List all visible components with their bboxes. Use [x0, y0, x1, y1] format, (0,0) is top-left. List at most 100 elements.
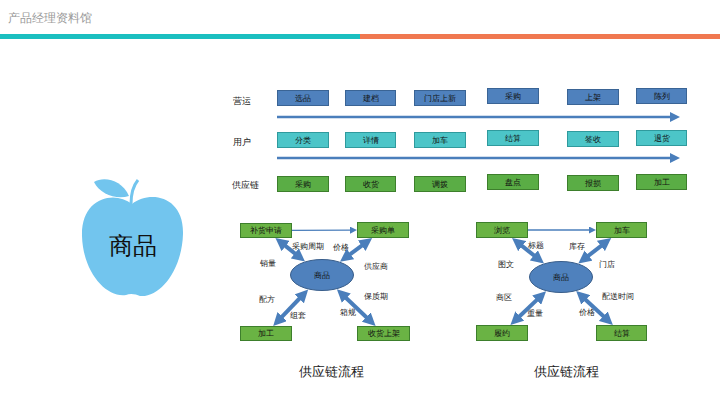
process-box: 签收: [567, 131, 619, 147]
process-box: 退货: [636, 130, 687, 146]
node-text: 加工: [258, 328, 274, 339]
node-text: 结算: [614, 328, 630, 339]
process-box: 结算: [487, 130, 539, 146]
process-box: 上架: [567, 89, 619, 105]
node-text: 分类: [295, 135, 311, 146]
double-arrow: [519, 244, 537, 258]
process-box: 盘点: [487, 174, 539, 190]
node-text: 加车: [432, 135, 448, 146]
ellipse-shape: [530, 262, 593, 293]
attribute-label: 销量: [260, 259, 276, 269]
node-text: 调拨: [432, 179, 448, 190]
node-text: 建档: [363, 93, 379, 104]
node-text: 上架: [585, 92, 601, 103]
apple-leaf: [94, 179, 129, 197]
flow-arrow: [277, 116, 673, 119]
attribute-label: 配送时间: [602, 292, 634, 302]
node-text: 采购: [505, 91, 521, 102]
center-ellipse: 商品: [290, 259, 354, 291]
node-text: 采购单: [371, 225, 395, 236]
double-arrow: [517, 297, 539, 318]
attribute-label: 库存: [569, 242, 585, 252]
node-text: 报损: [585, 178, 601, 189]
attribute-label: 标题: [528, 241, 544, 251]
process-box: 采购: [487, 88, 539, 104]
node-text: 商品: [109, 210, 157, 262]
process-box: 加工: [636, 174, 687, 190]
apple-stem: [131, 180, 138, 204]
attribute-label: 保质期: [364, 292, 388, 302]
attribute-label: 箱规: [340, 308, 356, 318]
node-text: 盘点: [505, 177, 521, 188]
attribute-label: 图文: [498, 260, 514, 270]
node-text: 收货上架: [368, 328, 400, 339]
row-label: 营运: [233, 95, 251, 108]
node-text: 加车: [614, 225, 630, 236]
process-box: 收货上架: [357, 326, 410, 341]
ellipse-shape: [291, 260, 354, 291]
node-text: 门店上新: [424, 93, 456, 104]
attribute-label: 采购周期: [292, 242, 324, 252]
process-box: 报损: [567, 175, 619, 191]
process-box: 详情: [345, 132, 396, 148]
double-arrow: [283, 244, 298, 256]
process-box: 加车: [414, 132, 466, 148]
node-text: 签收: [585, 134, 601, 145]
header-bar: [0, 34, 360, 39]
node-text: 浏览: [494, 225, 510, 236]
double-arrow: [279, 296, 301, 319]
double-arrow: [343, 295, 369, 319]
attribute-label: 价格: [579, 308, 595, 318]
double-arrow: [347, 243, 365, 256]
process-box: 陈列: [636, 88, 687, 104]
node-text: 结算: [505, 133, 521, 144]
process-box: 履约: [476, 325, 528, 341]
process-box: 采购单: [357, 222, 409, 238]
process-box: 门店上新: [414, 90, 466, 106]
node-text: 详情: [363, 135, 379, 146]
diagram-caption: 供应链流程: [299, 363, 364, 381]
node-text: 履约: [494, 328, 510, 339]
header-bar: [360, 34, 720, 39]
flow-arrow: [528, 229, 591, 230]
diagram-caption: 供应链流程: [534, 363, 599, 381]
center-ellipse: 商品: [529, 261, 593, 293]
node-text: 陈列: [654, 91, 670, 102]
node-text: 加工: [654, 177, 670, 188]
row-label: 用户: [233, 136, 251, 149]
flow-arrow: [277, 157, 673, 160]
node-text: 商品: [553, 272, 569, 283]
process-box: 补货申请: [240, 223, 292, 238]
flow-arrow: [292, 229, 352, 231]
double-arrow: [583, 297, 606, 319]
attribute-label: 供应商: [364, 262, 388, 272]
process-box: 浏览: [476, 222, 528, 238]
process-box: 选品: [277, 90, 329, 106]
process-box: 加车: [596, 222, 647, 238]
node-text: 采购: [295, 179, 311, 190]
row-label: 供应链: [232, 179, 259, 192]
attribute-label: 门店: [599, 260, 615, 270]
node-text: 选品: [295, 93, 311, 104]
process-box: 分类: [277, 132, 329, 148]
process-box: 收货: [345, 176, 396, 192]
apple-shape: 商品: [80, 172, 185, 300]
process-box: 调拨: [414, 176, 466, 192]
node-text: 商品: [314, 270, 330, 281]
attribute-label: 重量: [527, 309, 543, 319]
node-text: 补货申请: [250, 225, 282, 236]
attribute-label: 价格: [333, 243, 349, 253]
attribute-label: 配方: [259, 295, 275, 305]
node-text: 收货: [363, 179, 379, 190]
double-arrow: [586, 244, 605, 258]
process-box: 采购: [277, 176, 329, 192]
attribute-label: 商区: [496, 293, 512, 303]
attribute-label: 组套: [290, 311, 306, 321]
apple-body: [82, 197, 183, 296]
process-box: 建档: [345, 90, 396, 106]
node-text: 退货: [654, 133, 670, 144]
process-box: 结算: [596, 325, 647, 341]
process-box: 加工: [240, 326, 292, 341]
page-title: 产品经理资料馆: [8, 10, 92, 27]
